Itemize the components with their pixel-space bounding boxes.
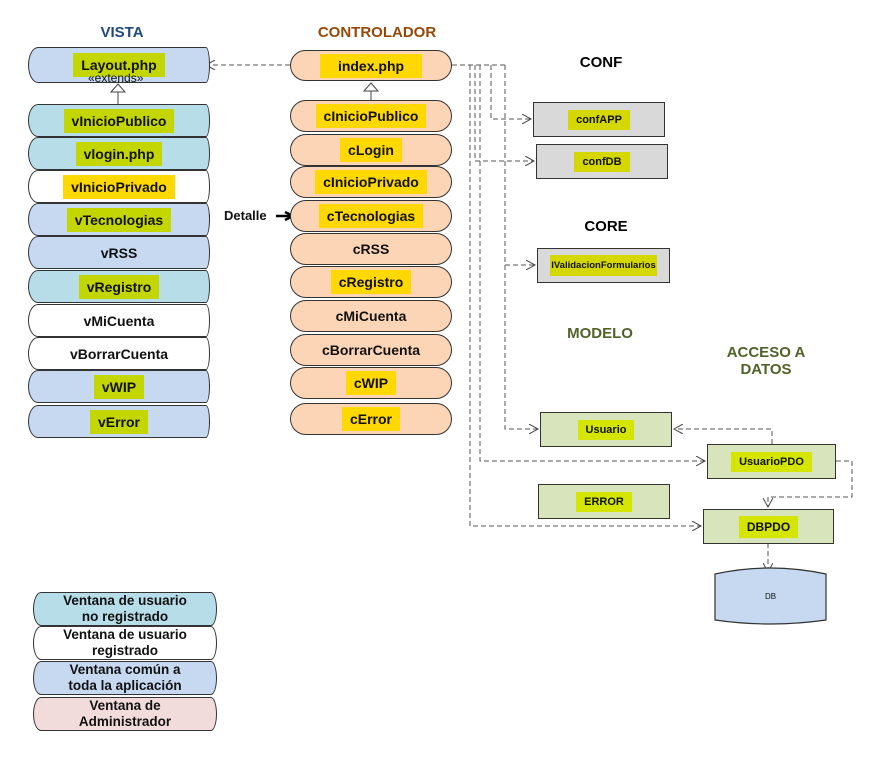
to-usuariopdo xyxy=(479,65,705,461)
vista-item-vregistro[interactable]: vRegistro xyxy=(28,270,210,303)
controlador-item-label: cInicioPublico xyxy=(315,104,427,128)
usuariopdo-box[interactable]: UsuarioPDO xyxy=(707,444,836,479)
usuario-box[interactable]: Usuario xyxy=(540,412,672,447)
legend-line2: no registrado xyxy=(81,609,169,624)
controlador-item-label: cRegistro xyxy=(330,270,412,294)
vista-item-vtecnologias[interactable]: vTecnologias xyxy=(28,203,210,236)
extends-arrow-vista xyxy=(109,83,127,93)
heading-controlador: CONTROLADOR xyxy=(317,24,437,41)
vista-item-label: vRegistro xyxy=(78,274,160,299)
confdb-label: confDB xyxy=(574,151,630,172)
vista-layout-label: Layout.php xyxy=(73,53,165,77)
vista-item-label: vlogin.php xyxy=(75,141,163,166)
to-usuario xyxy=(504,265,538,429)
vista-item-label: vRSS xyxy=(100,244,138,261)
controlador-item-cregistro[interactable]: cRegistro xyxy=(290,266,452,298)
confapp-box[interactable]: confAPP xyxy=(533,102,665,137)
controlador-item-label: cWIP xyxy=(345,371,397,395)
controlador-item-cerror[interactable]: cError xyxy=(290,403,452,435)
heading-vista: VISTA xyxy=(100,24,144,41)
legend-line2: Administrador xyxy=(78,714,172,729)
legend-line1: Ventana común a xyxy=(69,662,181,677)
controlador-item-ciniciopublico[interactable]: cInicioPublico xyxy=(290,100,452,132)
error-label: ERROR xyxy=(576,491,632,512)
vista-item-label: vBorrarCuenta xyxy=(69,345,169,362)
vista-item-label: vError xyxy=(89,409,149,434)
to-dbpdo xyxy=(469,65,701,526)
vista-layout-php[interactable]: Layout.php xyxy=(28,47,210,83)
vista-item-vwip[interactable]: vWIP xyxy=(28,370,210,403)
legend-line2: toda la aplicación xyxy=(68,678,182,693)
usuariopdo-to-dbpdo xyxy=(768,460,853,507)
vista-item-verror[interactable]: vError xyxy=(28,405,210,438)
controlador-item-label: cError xyxy=(341,407,401,431)
heading-acceso-datos: ACCESO A DATOS xyxy=(712,344,820,378)
controlador-item-label: cTecnologias xyxy=(318,204,424,228)
controlador-item-clogin[interactable]: cLogin xyxy=(290,134,452,166)
legend-line1: Ventana de usuario xyxy=(63,593,187,608)
extends-arrow-controlador xyxy=(362,82,380,92)
confapp-label: confAPP xyxy=(568,109,630,130)
controlador-item-label: cBorrarCuenta xyxy=(321,342,421,358)
usuario-label: Usuario xyxy=(577,419,635,440)
to-confdb xyxy=(474,65,534,161)
controlador-item-label: cInicioPrivado xyxy=(315,170,427,194)
vista-item-vlogin.php[interactable]: vlogin.php xyxy=(28,137,210,170)
error-box[interactable]: ERROR xyxy=(538,484,670,519)
legend-line2: registrado xyxy=(91,643,158,658)
vista-item-label: vWIP xyxy=(93,374,145,399)
dbpdo-box[interactable]: DBPDO xyxy=(703,509,834,544)
usuariopdo-to-usuario xyxy=(674,429,773,444)
vista-item-vinicioprivado[interactable]: vInicioPrivado xyxy=(28,170,210,203)
to-validacion xyxy=(504,65,535,265)
heading-conf: CONF xyxy=(579,54,623,71)
controlador-item-cborrarcuenta[interactable]: cBorrarCuenta xyxy=(290,334,452,366)
vista-item-viniciopublico[interactable]: vInicioPublico xyxy=(28,104,210,137)
heading-acceso-line1: ACCESO A xyxy=(726,344,806,361)
controlador-item-crss[interactable]: cRSS xyxy=(290,233,452,265)
dbpdo-label: DBPDO xyxy=(738,515,799,538)
controlador-item-label: cLogin xyxy=(340,138,402,162)
legend-line1: Ventana de xyxy=(89,698,161,713)
validacion-label: IValidacionFormularios xyxy=(550,255,657,276)
to-confapp xyxy=(490,65,531,119)
heading-acceso-line2: DATOS xyxy=(740,361,792,378)
vista-item-label: vInicioPrivado xyxy=(63,174,175,199)
validacion-box[interactable]: IValidacionFormularios xyxy=(537,248,670,283)
vista-item-vborrarcuenta[interactable]: vBorrarCuenta xyxy=(28,337,210,370)
db-label: DB xyxy=(764,592,777,601)
controlador-item-ctecnologias[interactable]: cTecnologias xyxy=(290,200,452,232)
vista-item-label: vTecnologias xyxy=(66,207,172,232)
controlador-item-label: cMiCuenta xyxy=(335,308,407,324)
controlador-item-cinicioprivado[interactable]: cInicioPrivado xyxy=(290,166,452,198)
vista-item-label: vMiCuenta xyxy=(83,312,155,329)
controlador-item-label: cRSS xyxy=(352,241,390,257)
heading-modelo: MODELO xyxy=(567,325,633,342)
heading-core: CORE xyxy=(584,218,628,235)
legend-line1: Ventana de usuario xyxy=(63,627,187,642)
controlador-item-cwip[interactable]: cWIP xyxy=(290,367,452,399)
vista-item-label: vInicioPublico xyxy=(63,108,175,133)
vista-item-vmicuenta[interactable]: vMiCuenta xyxy=(28,304,210,337)
extends-stereotype: «extends» xyxy=(88,71,144,85)
detalle-label: Detalle xyxy=(224,208,267,223)
vista-item-vrss[interactable]: vRSS xyxy=(28,236,210,269)
controlador-item-cmicuenta[interactable]: cMiCuenta xyxy=(290,300,452,332)
confdb-box[interactable]: confDB xyxy=(536,144,668,179)
controlador-index-php[interactable]: index.php xyxy=(290,50,452,81)
index-label: index.php xyxy=(319,53,423,78)
usuariopdo-label: UsuarioPDO xyxy=(731,451,812,472)
db-cylinder xyxy=(714,567,827,625)
